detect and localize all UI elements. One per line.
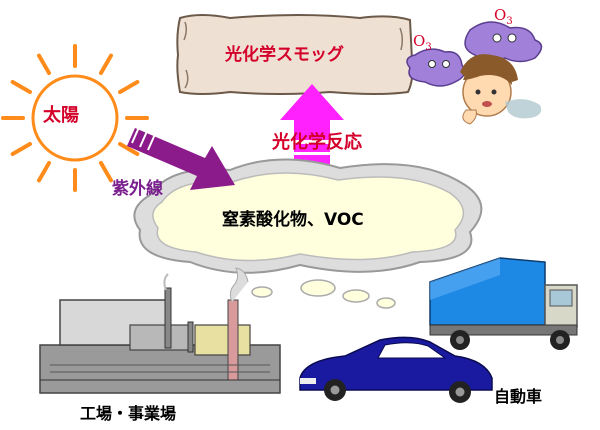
child-icon [460, 54, 542, 125]
sun-ray [118, 142, 140, 156]
sun-ray [37, 161, 51, 183]
uv-label: 紫外線 [112, 179, 163, 199]
ozone-molecule-icon [406, 21, 543, 87]
ozone-formula-right: O3 [494, 6, 513, 27]
uv-arrow-icon [127, 124, 235, 190]
sun-label: 太陽 [43, 105, 79, 126]
vehicles-label: 自動車 [494, 387, 543, 406]
sun-ray [99, 53, 113, 75]
sun-ray [37, 53, 51, 75]
smog-scroll-icon [176, 14, 414, 95]
smog-label: 光化学スモッグ [225, 45, 344, 65]
pollutants-label: 窒素酸化物、VOC [222, 210, 364, 230]
sun-ray [10, 142, 32, 156]
car-icon [299, 336, 493, 403]
sun-ray [10, 80, 32, 94]
sun-icon [1, 44, 149, 192]
ozone-formula-left: O3 [413, 32, 432, 53]
truck-icon [429, 257, 578, 350]
sun-ray [99, 161, 113, 183]
reaction-arrow-icon [280, 84, 344, 175]
factory-icon [39, 267, 281, 394]
photochemical-reaction-label: 光化学反応 [272, 132, 362, 153]
cloud-icon [133, 158, 483, 309]
sun-ray [118, 80, 140, 94]
factories-label: 工場・事業場 [80, 404, 177, 423]
